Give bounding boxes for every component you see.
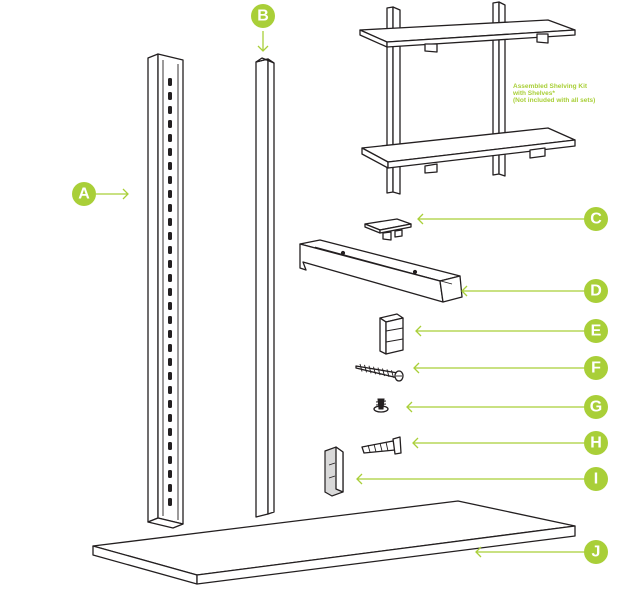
leader-E xyxy=(415,325,588,337)
leader-I xyxy=(356,473,586,485)
badge-A-letter: A xyxy=(78,186,90,203)
upright-slot xyxy=(168,176,172,184)
upright-slot xyxy=(168,148,172,156)
small-screw-illustration xyxy=(373,398,389,413)
leader-lines xyxy=(96,31,588,558)
upright-slot xyxy=(168,498,172,506)
upright-slot xyxy=(168,414,172,422)
screw-thread xyxy=(377,367,381,376)
leader-B xyxy=(257,31,269,52)
upright-standard-illustration xyxy=(147,53,184,529)
upright-slot xyxy=(168,106,172,114)
upright-slot xyxy=(168,274,172,282)
wall-screw-illustration xyxy=(355,363,404,382)
upright-slot xyxy=(168,260,172,268)
upright-slots xyxy=(168,78,172,506)
assembled-shelving-illustration xyxy=(359,1,576,195)
upright-slot xyxy=(168,344,172,352)
screw-thread xyxy=(386,369,390,378)
connector-clip-illustration xyxy=(379,313,404,355)
badge-I-letter: I xyxy=(594,471,598,488)
badge-D: D xyxy=(584,279,608,303)
leader-A xyxy=(96,188,129,200)
kit-note-line3: (Not included with all sets) xyxy=(513,97,595,104)
leader-G xyxy=(406,401,588,413)
badge-J-letter: J xyxy=(592,544,601,561)
label-badges: A B C D E F G H xyxy=(72,4,608,564)
wall-anchor-illustration xyxy=(361,436,402,455)
badge-F: F xyxy=(584,356,608,380)
kit-note-line1: Assembled Shelving Kit xyxy=(513,83,588,90)
upright-slot xyxy=(168,190,172,198)
upright-slot xyxy=(168,232,172,240)
upright-slot xyxy=(168,288,172,296)
upright-slot xyxy=(168,218,172,226)
end-cap-illustration xyxy=(364,218,412,241)
badge-C: C xyxy=(584,207,608,231)
upright-slot xyxy=(168,302,172,310)
badge-D-letter: D xyxy=(590,283,602,300)
upright-slot xyxy=(168,428,172,436)
upright-slot xyxy=(168,316,172,324)
leader-D xyxy=(461,285,587,297)
leader-F xyxy=(413,362,588,374)
upright-slot xyxy=(168,456,172,464)
screw-thread xyxy=(368,365,372,374)
badge-A: A xyxy=(72,182,96,206)
screw-thread xyxy=(373,366,376,375)
upright-slot xyxy=(168,372,172,380)
badge-E: E xyxy=(584,319,608,343)
upright-slot xyxy=(168,470,172,478)
leader-J xyxy=(475,546,586,558)
badge-H: H xyxy=(584,431,608,455)
leader-H xyxy=(412,437,588,449)
badge-J: J xyxy=(584,540,608,564)
level-clip-illustration xyxy=(324,446,344,497)
upright-slot xyxy=(168,162,172,170)
badge-G-letter: G xyxy=(590,399,602,416)
screw-threads xyxy=(359,363,394,378)
upright-slot xyxy=(168,400,172,408)
upright-slot xyxy=(168,92,172,100)
leader-C xyxy=(417,213,588,225)
screw-thread xyxy=(359,363,363,372)
badge-F-letter: F xyxy=(591,360,601,377)
upright-slot xyxy=(168,484,172,492)
badge-I: I xyxy=(584,467,608,491)
badge-C-letter: C xyxy=(590,211,602,228)
shelf-board-illustration xyxy=(92,500,576,585)
kit-note-line2: with Shelves* xyxy=(512,90,555,97)
upright-slot xyxy=(168,246,172,254)
badge-E-letter: E xyxy=(591,323,602,340)
badge-G: G xyxy=(584,395,608,419)
screw-thread xyxy=(364,364,367,373)
standard-cover-illustration xyxy=(255,57,275,518)
upright-slot xyxy=(168,386,172,394)
upright-slot xyxy=(168,442,172,450)
badge-H-letter: H xyxy=(590,435,602,452)
badge-B-letter: B xyxy=(257,8,269,25)
screw-thread xyxy=(382,368,385,377)
upright-slot xyxy=(168,330,172,338)
upright-slot xyxy=(168,134,172,142)
upright-slot xyxy=(168,204,172,212)
upright-slot xyxy=(168,358,172,366)
screw-thread xyxy=(391,370,394,378)
badge-B: B xyxy=(251,4,275,28)
upright-slot xyxy=(168,120,172,128)
shelf-bracket-illustration xyxy=(299,239,463,303)
upright-slot xyxy=(168,78,172,86)
